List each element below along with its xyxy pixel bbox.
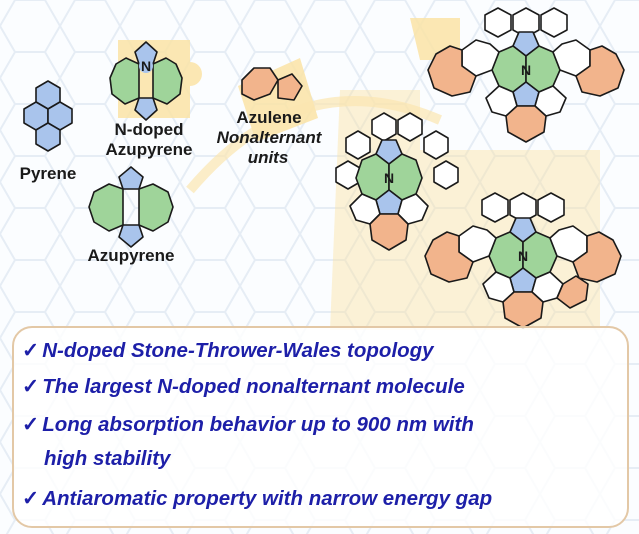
n-atom-label-4: N (518, 248, 528, 264)
bottom-right-molecule (424, 192, 622, 329)
n-atom-label-3: N (521, 62, 531, 78)
check-icon: ✓ (22, 339, 40, 362)
bullet-3: ✓Long absorption behavior up to 900 nm w… (22, 412, 474, 438)
n-doped-label-line2: Azupyrene (105, 140, 193, 159)
nonalternant-label-line2: units (247, 148, 289, 167)
highlights-box: ✓N-doped Stone-Thrower-Wales topology ✓T… (12, 326, 629, 528)
nonalternant-label-line1: Nonalternant (216, 128, 322, 147)
middle-large-molecule (335, 112, 459, 251)
azupyrene-label: Azupyrene (87, 246, 175, 265)
check-icon: ✓ (22, 487, 40, 510)
bullet-3-continuation: high stability (44, 447, 171, 470)
azulene-label: Azulene (236, 108, 302, 127)
arc-arrow (186, 96, 442, 194)
n-doped-azupyrene-structure (109, 41, 183, 121)
bullet-4-text: Antiaromatic property with narrow energy… (42, 487, 493, 510)
top-right-molecule (427, 7, 625, 143)
bullet-1-text: N-doped Stone-Thrower-Wales topology (42, 339, 434, 362)
bullet-3-text: Long absorption behavior up to 900 nm wi… (42, 413, 474, 436)
n-atom-label-2: N (384, 170, 394, 186)
n-atom-label-1: N (141, 58, 151, 74)
azulene-structure (241, 67, 303, 101)
bullet-2: ✓The largest N-doped nonalternant molecu… (22, 374, 465, 400)
bullet-1: ✓N-doped Stone-Thrower-Wales topology (22, 338, 434, 364)
pyrene-label: Pyrene (19, 164, 77, 183)
bullet-2-text: The largest N-doped nonalternant molecul… (42, 375, 465, 398)
check-icon: ✓ (22, 375, 40, 398)
azupyrene-structure (88, 166, 174, 248)
check-icon: ✓ (22, 413, 40, 436)
bullet-4: ✓Antiaromatic property with narrow energ… (22, 486, 492, 512)
pyrene-structure (23, 80, 73, 152)
n-doped-label-line1: N-doped (114, 120, 184, 139)
